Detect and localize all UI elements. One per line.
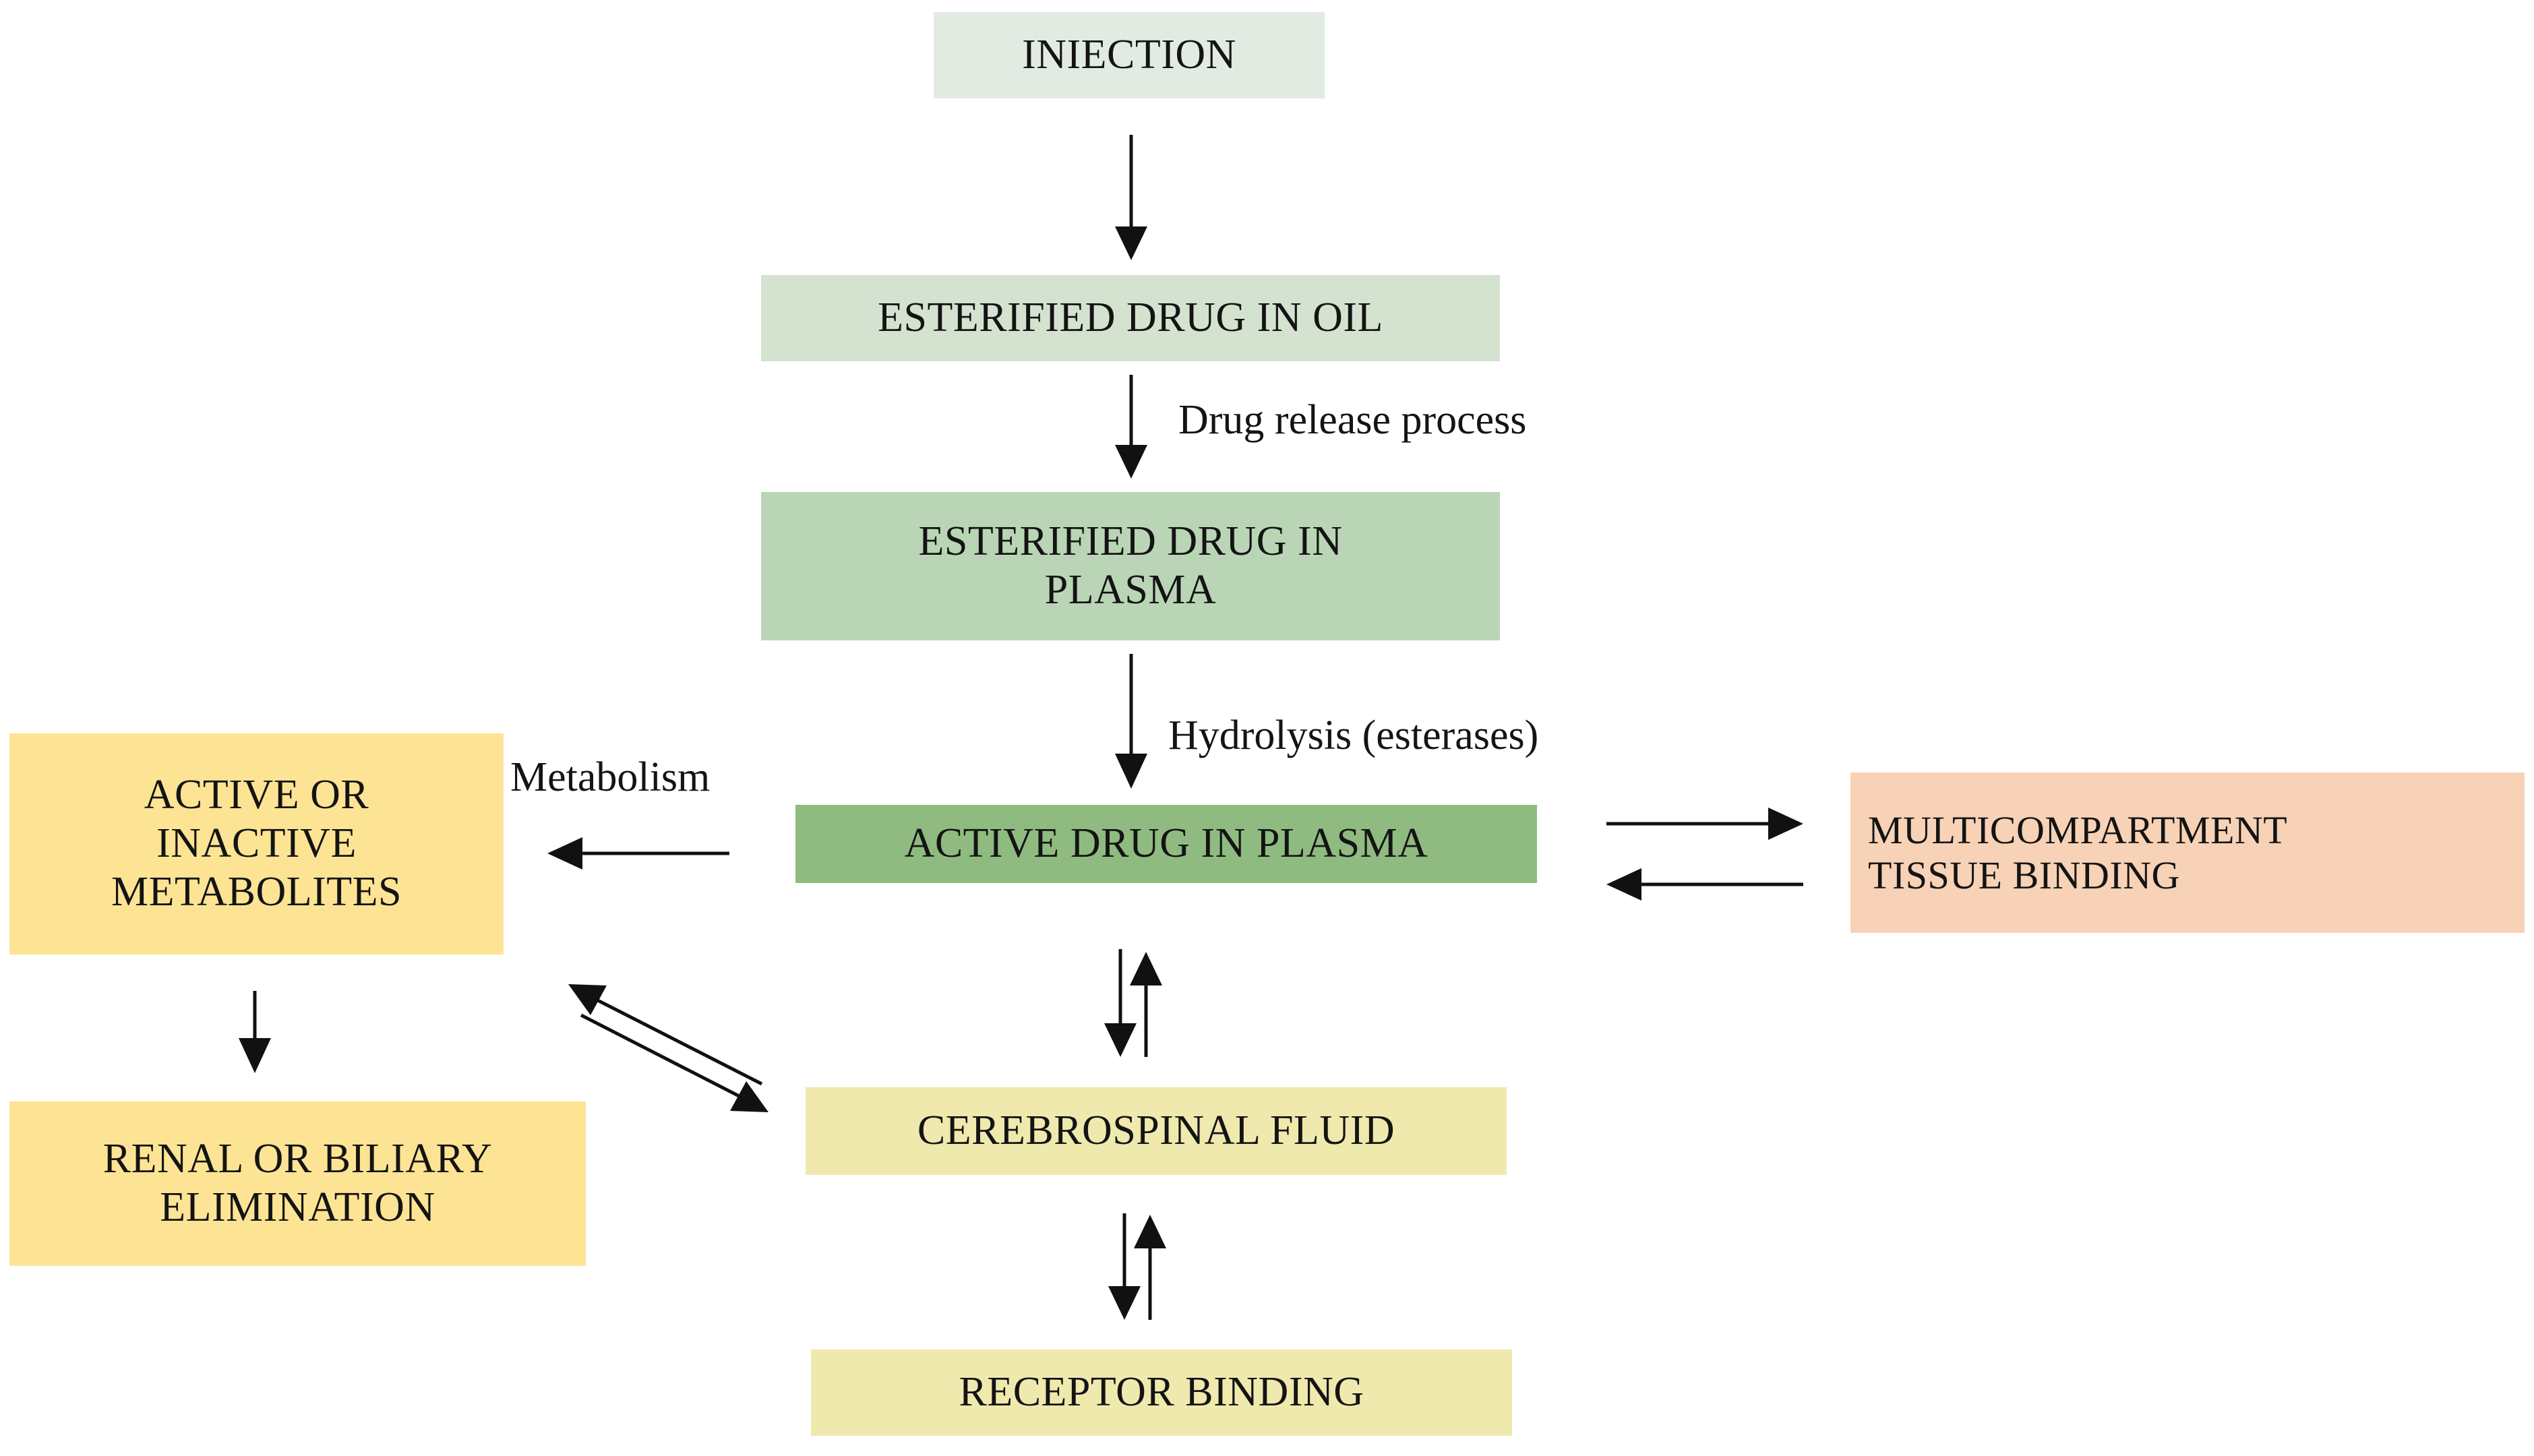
edge-label-hydrolysis-esterases: Hydrolysis (esterases) (1168, 712, 1539, 758)
node-active-drug-in-plasma[interactable]: ACTIVE DRUG IN PLASMA (795, 805, 1537, 883)
node-active-or-inactive-metabolites[interactable]: ACTIVE OR INACTIVE METABOLITES (9, 733, 504, 954)
connector-metabolites-to-elimination (239, 991, 271, 1073)
connector-csf-receptor-down (1108, 1213, 1141, 1320)
node-receptor-binding[interactable]: RECEPTOR BINDING (811, 1349, 1512, 1436)
connector-metabolites-csf-downright (580, 1013, 768, 1112)
node-multicompartment-tissue-binding[interactable]: MULTICOMPARTMENT TISSUE BINDING (1850, 772, 2525, 933)
connector-active-csf-down (1104, 949, 1137, 1057)
node-esterified-drug-in-oil[interactable]: ESTERIFIED DRUG IN OIL (761, 275, 1500, 361)
connector-metabolites-csf-upleft (568, 984, 763, 1086)
node-cerebrospinal-fluid[interactable]: CEREBROSPINAL FLUID (806, 1087, 1507, 1175)
node-injection[interactable]: INIECTION (934, 12, 1325, 98)
edge-label-metabolism: Metabolism (510, 754, 711, 800)
connector-active-csf-up (1130, 952, 1162, 1057)
connector-active-tissue-top (1606, 808, 1803, 840)
connector-active-to-metabolites (547, 837, 729, 870)
node-renal-or-biliary-elimination[interactable]: RENAL OR BILIARY ELIMINATION (9, 1101, 586, 1266)
edge-label-drug-release-process: Drug release process (1178, 397, 1527, 443)
connector-oil-to-plasma (1115, 375, 1147, 479)
connector-active-tissue-bottom (1606, 868, 1803, 901)
node-esterified-drug-in-plasma[interactable]: ESTERIFIED DRUG IN PLASMA (761, 492, 1500, 640)
connector-injection-to-oil (1115, 135, 1147, 260)
connector-plasma-to-active (1115, 654, 1147, 789)
connector-csf-receptor-up (1134, 1215, 1166, 1320)
